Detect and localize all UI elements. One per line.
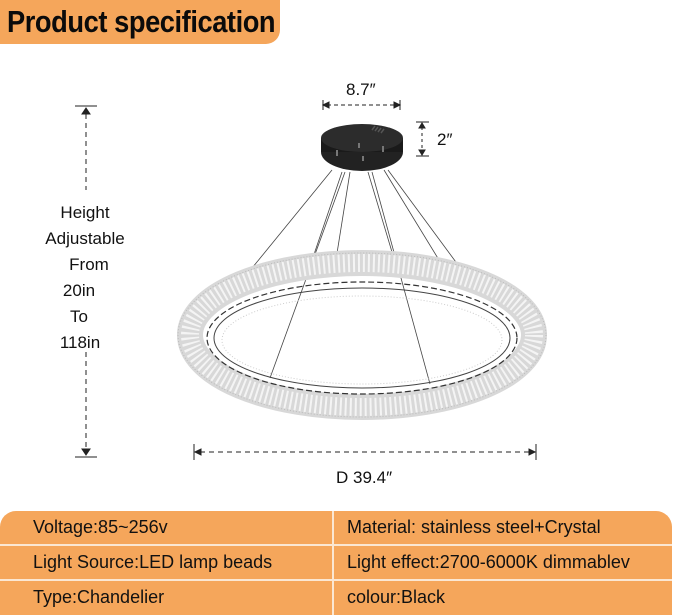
diameter-dimension	[193, 444, 537, 460]
height-dimension-line	[75, 105, 97, 458]
ring-diameter-label: D 39.4″	[336, 468, 393, 487]
spec-row: Light Source:LED lamp beads Light effect…	[0, 544, 672, 579]
product-diagram: Height Adjustable From 20in To 118in 8.7…	[30, 80, 547, 487]
spec-voltage: Voltage:85~256v	[33, 517, 168, 537]
canopy-height-label: 2″	[437, 130, 453, 149]
canopy-height-dimension	[416, 121, 429, 157]
column-divider	[332, 511, 334, 615]
spec-material: Material: stainless steel+Crystal	[347, 517, 601, 537]
canopy	[321, 124, 403, 171]
canopy-width-label: 8.7″	[346, 80, 376, 99]
page-title: Product specification	[7, 4, 276, 39]
spec-light-effect: Light effect:2700-6000K dimmablev	[347, 552, 630, 572]
spec-row: Type:Chandelier colour:Black	[0, 579, 672, 614]
height-label-line: From	[69, 255, 109, 274]
spec-colour: colour:Black	[347, 587, 446, 607]
height-label-line: 118in	[59, 333, 101, 352]
chandelier-illustration	[75, 100, 547, 460]
spec-table: Voltage:85~256v Material: stainless stee…	[0, 511, 672, 615]
canopy-width-dimension	[321, 100, 402, 110]
spec-type: Type:Chandelier	[33, 587, 165, 607]
spec-light-source: Light Source:LED lamp beads	[33, 552, 273, 572]
height-adjustable-label: Height Adjustable From 20in To 118in	[30, 200, 140, 356]
spec-row: Voltage:85~256v Material: stainless stee…	[0, 511, 672, 544]
height-label-line: 20in	[62, 281, 96, 300]
height-label-line: Height	[60, 203, 110, 222]
height-label-line: To	[70, 307, 88, 326]
title-banner: Product specification	[0, 0, 280, 44]
height-label-line: Adjustable	[45, 229, 125, 248]
crystal-ring	[177, 250, 547, 420]
